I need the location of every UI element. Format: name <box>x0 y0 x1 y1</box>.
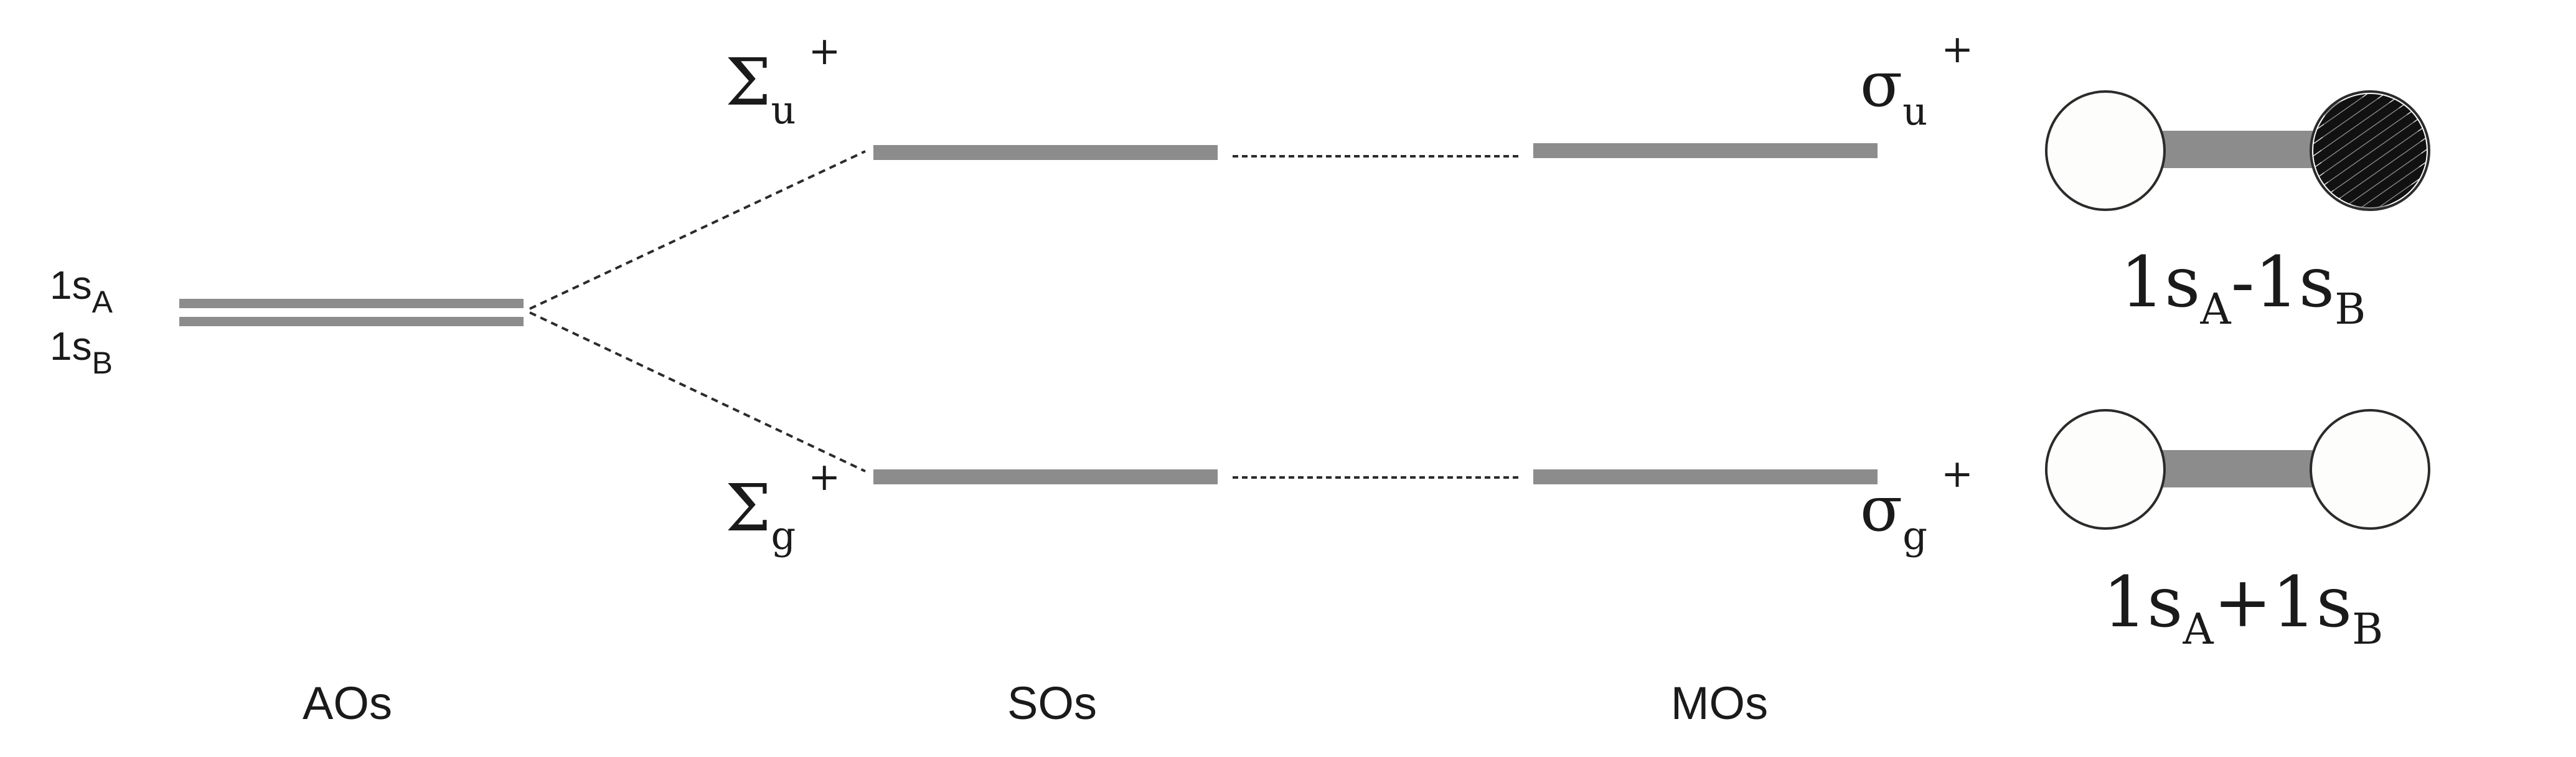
so-label-upper: Σu+ <box>725 28 840 133</box>
combo-label-bonding: 1sA+1sB <box>2103 562 2383 654</box>
ao-level-1sb <box>179 317 524 326</box>
mo-level-lower <box>1533 469 1878 484</box>
column-caption-mos: MOs <box>1671 677 1768 729</box>
ao-label-1sa: 1sA <box>50 263 113 319</box>
so-label-lower: Σg+ <box>725 454 840 558</box>
mo-label-lower: σg+ <box>1860 451 1973 558</box>
so-level-lower <box>873 469 1218 484</box>
combo-label-antibonding: 1sA-1sB <box>2120 242 2366 334</box>
connector-ao-to-sg <box>529 311 866 473</box>
mo-level-upper <box>1533 143 1878 158</box>
so-level-upper <box>873 145 1218 160</box>
column-caption-aos: AOs <box>303 677 392 729</box>
bonding-orbital-icon <box>2045 409 2430 530</box>
antibonding-orbital-icon <box>2045 90 2430 211</box>
connector-ao-to-su <box>529 150 866 310</box>
column-caption-sos: SOs <box>1007 677 1097 729</box>
ao-level-1sa <box>179 299 524 308</box>
ao-label-1sb: 1sB <box>50 324 113 380</box>
mo-label-upper: σu+ <box>1860 26 1973 134</box>
